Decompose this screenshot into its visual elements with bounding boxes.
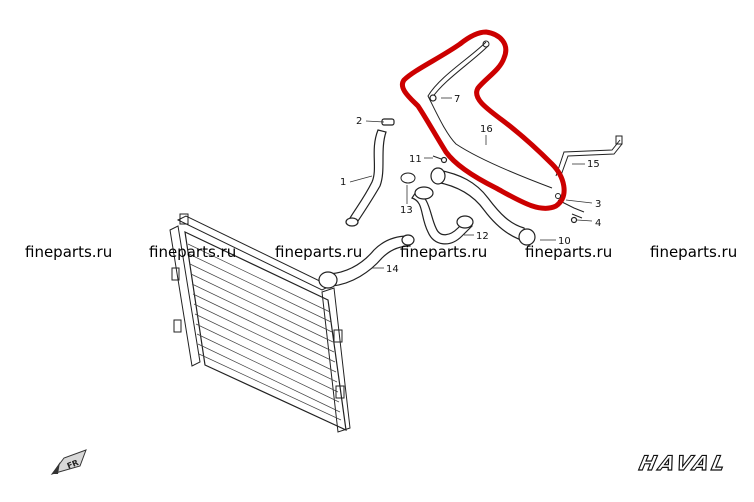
callout-12: 12	[476, 231, 489, 242]
watermark: fineparts.ru	[650, 243, 737, 261]
callout-7: 7	[454, 94, 460, 105]
callout-16: 16	[480, 124, 493, 135]
callout-4: 4	[595, 218, 601, 229]
callout-11: 11	[409, 154, 422, 165]
callout-13: 13	[400, 205, 413, 216]
haval-logo-text: HAVAL	[637, 451, 730, 475]
haval-logo: HAVAL	[636, 451, 730, 476]
fitting-part-3	[555, 193, 561, 199]
leader-lines	[349, 97, 593, 269]
front-direction-label: FR	[66, 458, 80, 471]
watermark: fineparts.ru	[400, 243, 487, 261]
hose-part-14	[329, 235, 411, 287]
callout-14: 14	[386, 264, 399, 275]
hose-part-12	[411, 191, 473, 245]
highlight-outline	[400, 29, 567, 211]
watermark: fineparts.ru	[275, 243, 362, 261]
bolt-part-11	[432, 155, 448, 164]
fitting-part-7	[429, 94, 437, 102]
callout-3: 3	[595, 199, 601, 210]
radiator-fins	[187, 243, 342, 421]
clamp-part-13	[400, 172, 416, 184]
watermark: fineparts.ru	[525, 243, 612, 261]
clip-part-4	[570, 216, 578, 224]
watermark: fineparts.ru	[25, 243, 112, 261]
front-direction-arrow-icon: FR	[50, 449, 87, 475]
radiator	[169, 213, 351, 433]
pipe-part-15	[555, 139, 623, 179]
watermark: fineparts.ru	[149, 243, 236, 261]
callout-2: 2	[356, 116, 362, 127]
callout-1: 1	[340, 177, 346, 188]
callout-10: 10	[558, 236, 571, 247]
callout-15: 15	[587, 159, 600, 170]
line-part-16	[427, 41, 553, 189]
